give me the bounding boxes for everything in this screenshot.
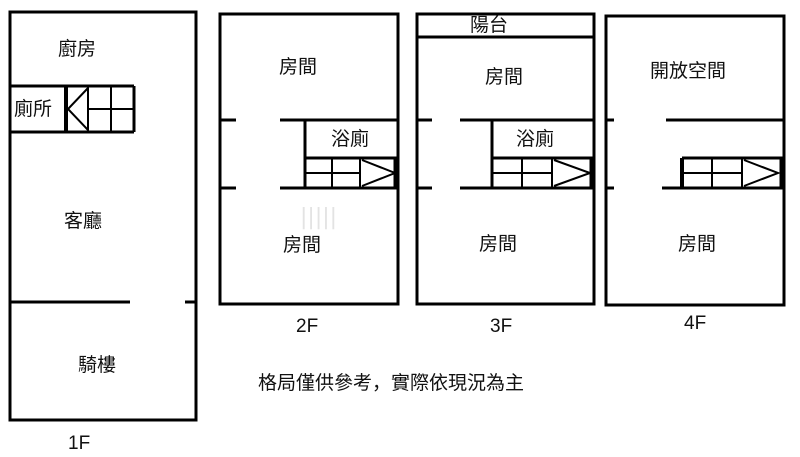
floor-label-3f: 3F bbox=[490, 316, 513, 337]
floor-label-1f: 1F bbox=[68, 433, 91, 454]
room-label-4f-room-bottom: 房間 bbox=[678, 233, 717, 255]
room-label-4f-open-space: 開放空間 bbox=[650, 60, 727, 82]
floor-1f-walls bbox=[8, 10, 198, 422]
disclaimer-text: 格局僅供參考，實際依現況為主 bbox=[258, 372, 525, 394]
floor-label-2f: 2F bbox=[296, 316, 319, 337]
watermark: ||||| bbox=[300, 205, 338, 230]
room-label-2f-bath: 浴廁 bbox=[331, 128, 370, 150]
stair-1f bbox=[64, 86, 134, 132]
stair-2f bbox=[305, 158, 399, 188]
room-label-living: 客廳 bbox=[64, 210, 103, 232]
room-label-3f-room-top: 房間 bbox=[485, 66, 524, 88]
room-label-toilet: 廁所 bbox=[14, 98, 53, 120]
stair-4f bbox=[680, 158, 785, 188]
floor-3f-walls bbox=[415, 12, 596, 306]
room-label-3f-balcony: 陽台 bbox=[470, 14, 509, 36]
room-label-3f-room-bottom: 房間 bbox=[479, 233, 518, 255]
room-label-2f-room-bottom: 房間 bbox=[283, 234, 322, 256]
room-label-2f-room-top: 房間 bbox=[279, 56, 318, 78]
room-label-arcade: 騎樓 bbox=[78, 354, 117, 376]
room-label-3f-bath: 浴廁 bbox=[516, 128, 555, 150]
room-label-kitchen: 廚房 bbox=[58, 38, 97, 60]
stair-3f bbox=[492, 158, 595, 188]
floor-label-4f: 4F bbox=[684, 313, 707, 334]
